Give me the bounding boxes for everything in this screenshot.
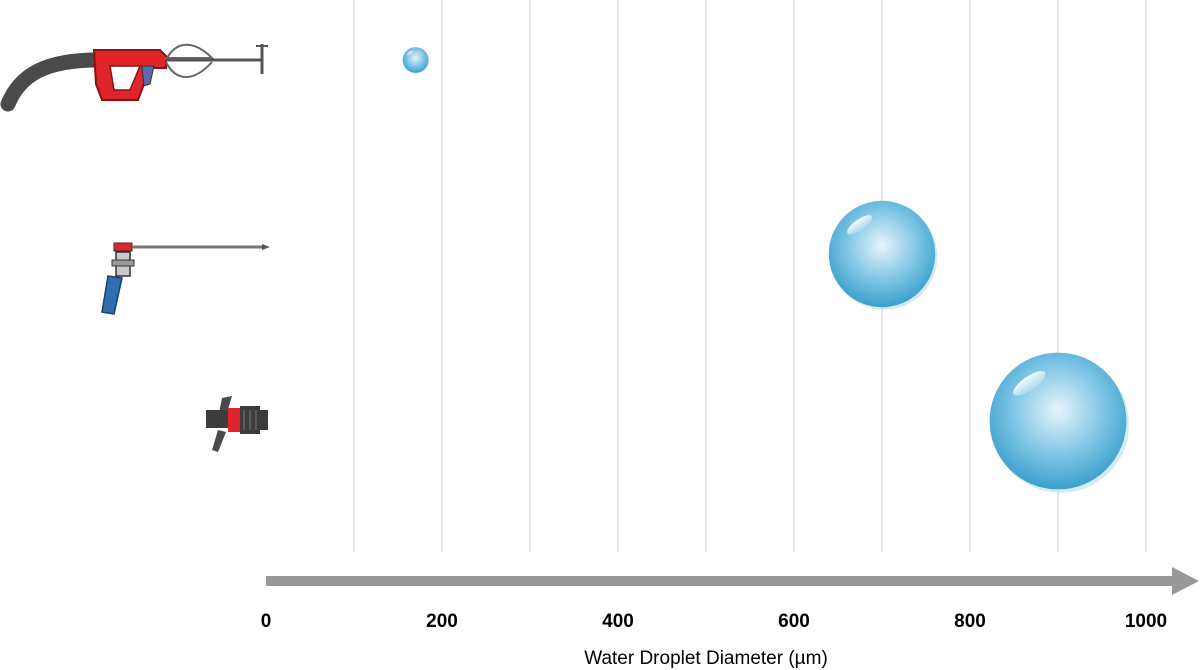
icon-layer (0, 43, 270, 452)
pistol-grip-wand-nozzle-icon (0, 43, 268, 112)
droplet-layer (402, 47, 1130, 493)
x-tick-label: 400 (602, 611, 634, 632)
x-axis-label: Water Droplet Diameter (µm) (584, 648, 828, 669)
x-tick-labels: 0 200 400 600 800 1000 (261, 611, 1167, 632)
droplet-marker (989, 352, 1130, 493)
x-axis (266, 567, 1199, 595)
fire-hose-nozzle-icon (206, 396, 268, 452)
x-tick-label: 200 (426, 611, 458, 632)
x-tick-label: 800 (954, 611, 986, 632)
x-tick-label: 0 (261, 611, 272, 632)
grid-layer (353, 0, 1147, 552)
lance-applicator-nozzle-icon (101, 242, 270, 315)
x-tick-label: 600 (778, 611, 810, 632)
x-axis-arrow-head (1172, 567, 1199, 595)
droplet-marker (402, 47, 430, 74)
x-tick-label: 1000 (1125, 611, 1167, 632)
droplet-marker (828, 200, 938, 310)
